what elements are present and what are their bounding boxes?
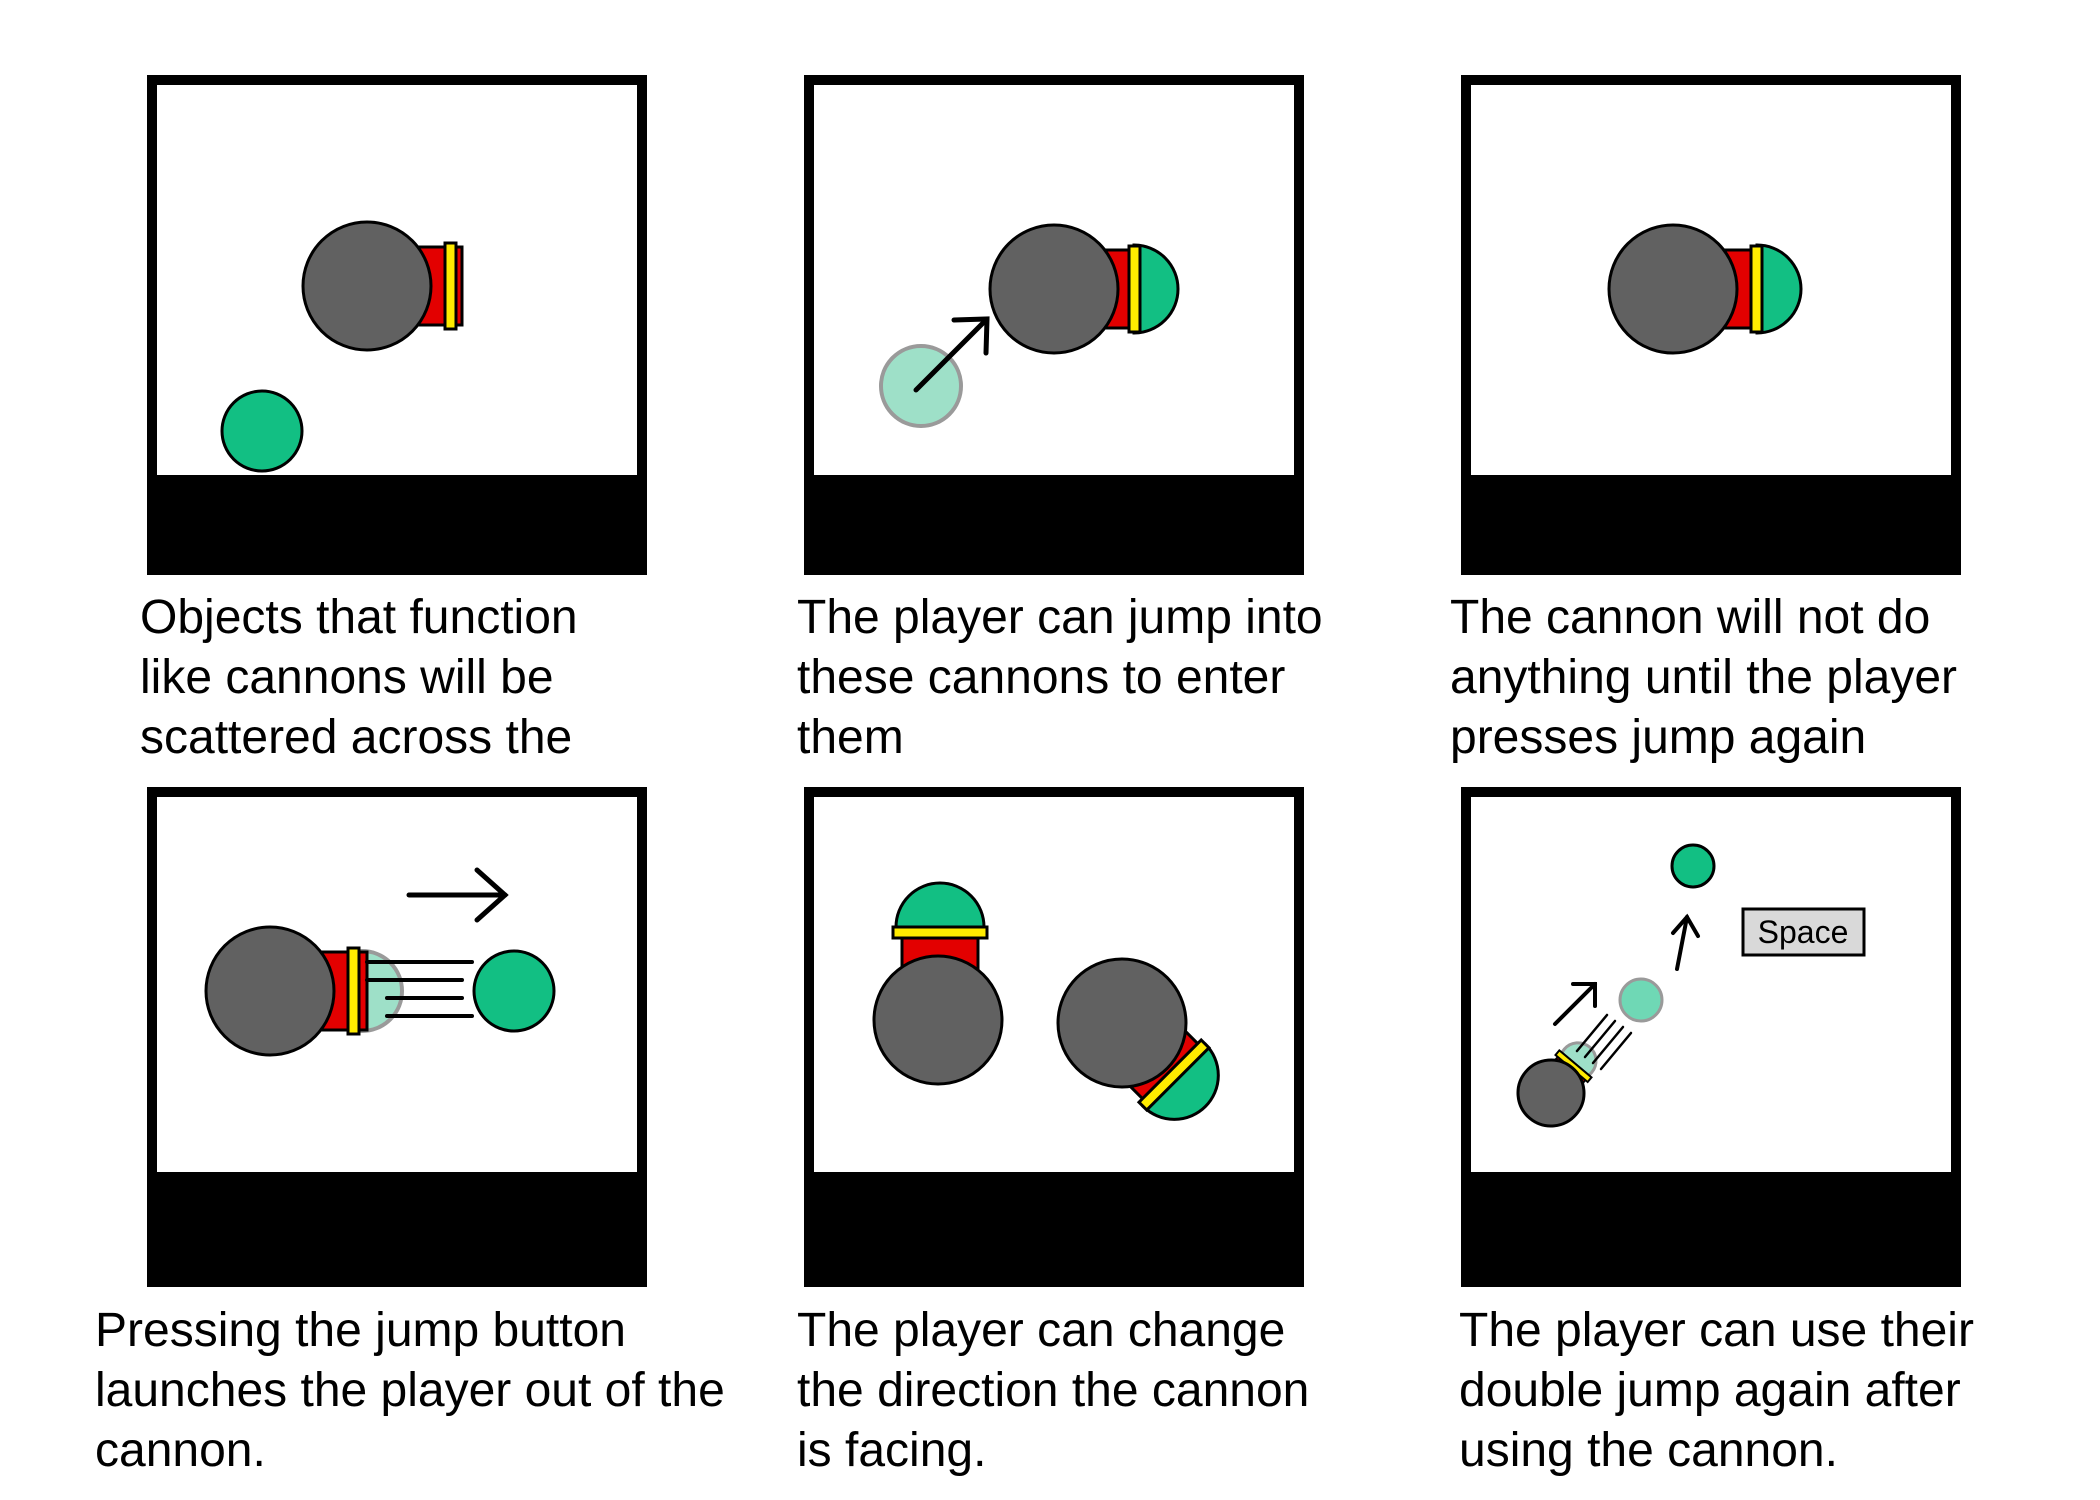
- cannon-rim: [346, 946, 361, 1036]
- launch-arrow: [406, 867, 509, 923]
- ground-block: [804, 1172, 1304, 1287]
- player-in-cannon: [894, 881, 986, 929]
- space-key-label: Space: [1758, 914, 1849, 950]
- cannon-body: [1056, 957, 1188, 1089]
- cannon: [988, 223, 1180, 355]
- cannon-body: [1607, 223, 1739, 355]
- caption-3: The cannon will not do anything until th…: [1450, 591, 1957, 764]
- cannon: [204, 925, 404, 1057]
- cannon-body: [988, 223, 1120, 355]
- player-in-cannon-dome: [1141, 1042, 1220, 1121]
- caption-2: The player can jump into these cannons t…: [797, 591, 1323, 764]
- caption-4: Pressing the jump button launches the pl…: [95, 1304, 725, 1477]
- panel-1: [147, 75, 647, 575]
- ground-block: [147, 475, 647, 575]
- space-key: Space: [1741, 907, 1866, 957]
- caption-5: The player can change the direction the …: [797, 1304, 1310, 1477]
- cannon-rim: [1127, 244, 1142, 334]
- jump-arrow: [913, 316, 990, 393]
- ground-block: [147, 1172, 647, 1287]
- player-ball: [472, 949, 556, 1033]
- panel-6: Space: [1461, 787, 1961, 1287]
- cannon-body: [1516, 1058, 1586, 1128]
- cannon-small: [1516, 1041, 1598, 1128]
- cannon-body: [301, 220, 433, 352]
- ground-block: [804, 475, 1304, 575]
- caption-1: Objects that function like cannons will …: [140, 591, 578, 764]
- cannon-rim: [891, 925, 989, 940]
- cannon-body: [204, 925, 336, 1057]
- cannon-rim: [1749, 244, 1764, 334]
- cannon-up: [872, 881, 1004, 1086]
- cannon-diagonal: [1056, 957, 1220, 1121]
- ground-block: [1461, 475, 1961, 575]
- speed-lines: [365, 960, 474, 1018]
- panel-4: [147, 787, 647, 1287]
- caption-6: The player can use their double jump aga…: [1459, 1304, 1974, 1477]
- player-ghost: [1618, 977, 1664, 1023]
- cannon: [301, 220, 464, 352]
- speed-lines: [1575, 1013, 1633, 1071]
- player-in-cannon: [1132, 243, 1180, 335]
- player-in-cannon: [1755, 243, 1803, 335]
- cannon-body: [872, 954, 1004, 1086]
- ground-block: [1461, 1172, 1961, 1287]
- jump-arrow-1: [1553, 982, 1597, 1026]
- cannon-rim: [1136, 1037, 1212, 1113]
- cannon: [1607, 223, 1803, 355]
- panel-5: [804, 787, 1304, 1287]
- player-ball: [220, 389, 304, 473]
- panel-3: [1461, 75, 1961, 575]
- jump-arrow-2: [1671, 913, 1700, 971]
- cannon-rim: [443, 241, 458, 331]
- player-ball: [1670, 843, 1716, 889]
- panel-2: [804, 75, 1304, 575]
